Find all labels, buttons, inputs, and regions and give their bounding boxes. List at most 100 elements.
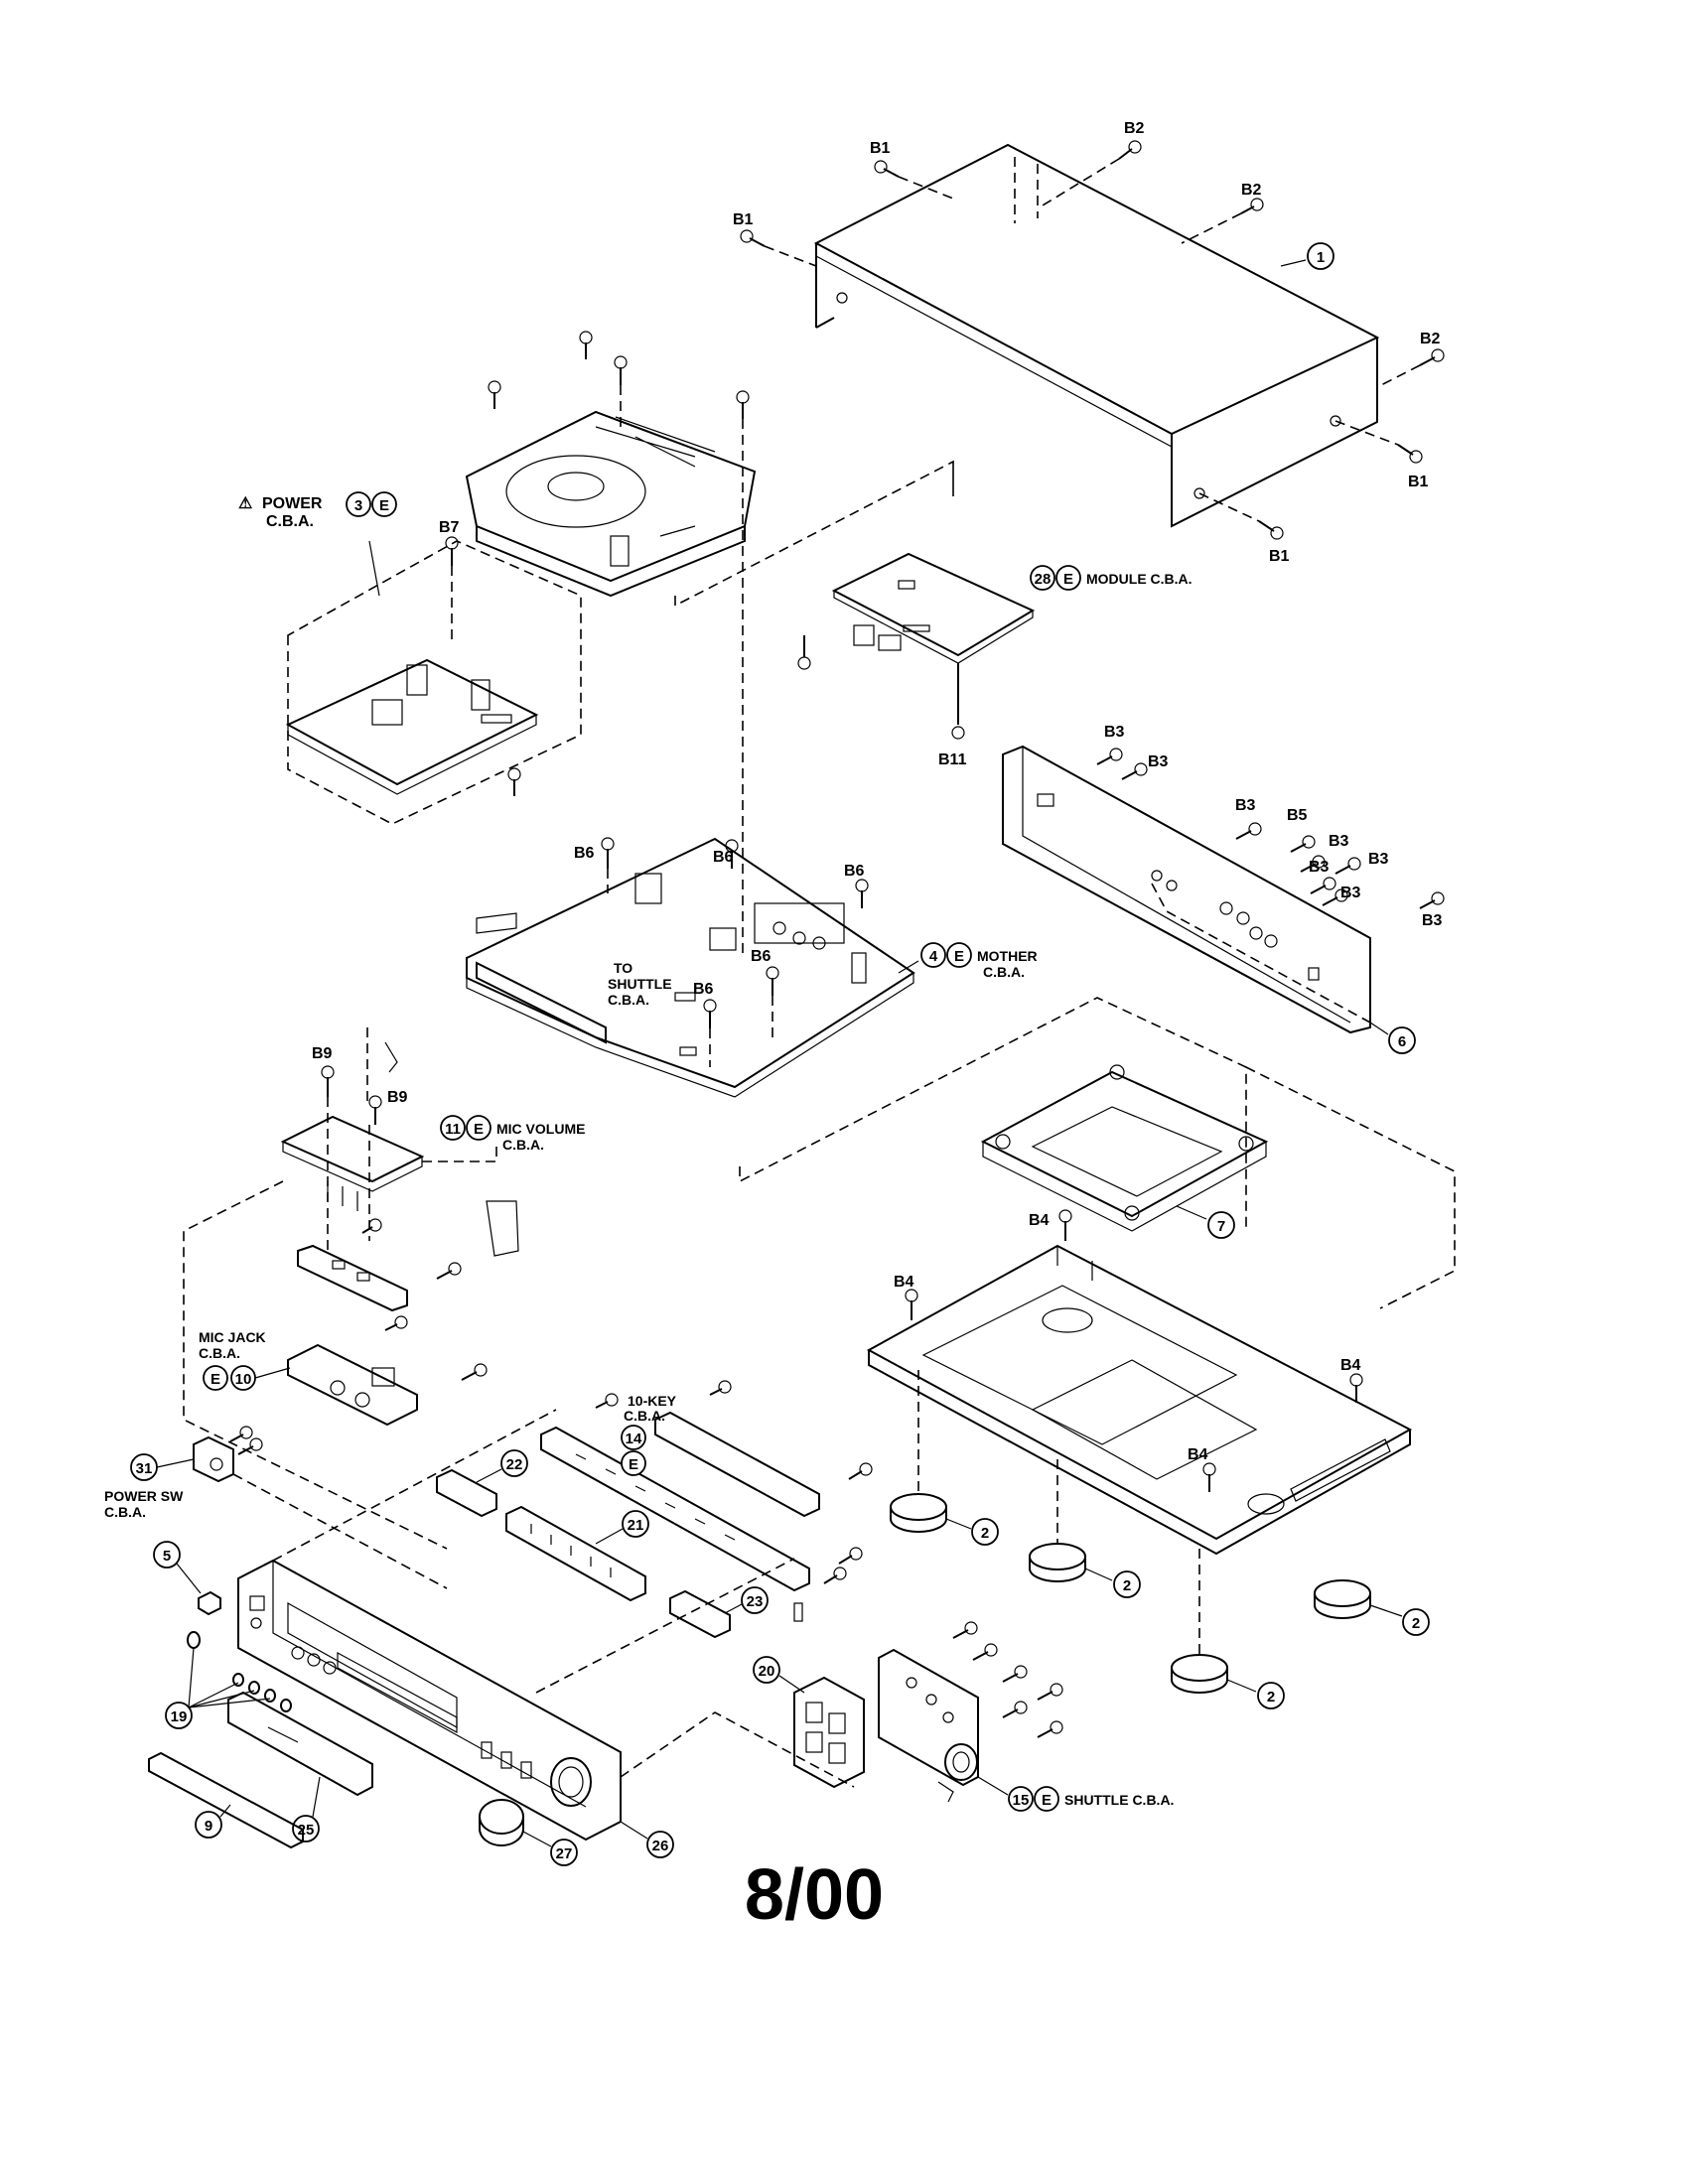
disc-tray-7 [980,1064,1269,1232]
svg-text:3: 3 [354,497,362,514]
e-mark-3: E [371,491,397,517]
screw-b2-mid [1181,198,1264,244]
part-callout-2-d: 2 [1369,1604,1430,1636]
svg-text:5: 5 [163,1548,171,1565]
label-b1: B1 [733,211,754,228]
part-callout-2-c: 2 [1226,1679,1285,1709]
label-b3: B3 [1104,724,1125,741]
svg-text:6: 6 [1398,1033,1406,1050]
power-screw-bottom [507,767,521,796]
module-cba [831,552,1036,664]
svg-text:25: 25 [298,1822,315,1839]
part-20 [793,1676,865,1789]
svg-text:20: 20 [759,1663,775,1680]
part-callout-26: 26 [620,1821,674,1858]
part-callout-11: 11 [440,1115,466,1141]
ten-key-cba [540,1380,873,1622]
button-21 [505,1505,646,1602]
screw-b1-left [740,229,817,267]
mic-volume-bracket [297,1218,462,1312]
mech-guide-line [674,460,954,608]
shuttle-cba [878,1648,979,1803]
mother-cba [466,837,915,1098]
label-b4: B4 [1188,1446,1208,1463]
svg-text:E: E [629,1456,638,1473]
label-b3: B3 [1148,753,1169,770]
part-callout-31: 31 [130,1453,158,1481]
chassis [866,1244,1413,1556]
label-power-sw-line1: POWER SW [104,1488,184,1504]
svg-text:2: 2 [1123,1577,1131,1594]
label-b6: B6 [574,845,595,862]
label-b4: B4 [1340,1357,1361,1374]
label-b9: B9 [312,1045,333,1062]
front-panel-guide-2 [535,1558,795,1694]
mic-volume-cba [280,1115,425,1211]
svg-text:E: E [474,1121,484,1138]
part-callout-22: 22 [500,1449,528,1477]
svg-text:9: 9 [205,1818,212,1835]
svg-text:15: 15 [1013,1792,1030,1809]
label-to-shuttle-line3: C.B.A. [608,992,649,1008]
label-b6: B6 [713,849,734,866]
power-cba-outline [287,540,582,825]
label-power-warning: ⚠ [238,495,252,512]
svg-text:7: 7 [1217,1218,1225,1235]
button-23 [669,1589,731,1639]
rear-panel-screws [1096,748,1445,909]
mic-volume-guide-2 [422,1142,497,1162]
power-sw-cba [193,1426,263,1483]
part-callout-1: 1 [1307,242,1334,270]
part-callout-10: 10 [230,1365,256,1391]
svg-text:14: 14 [626,1431,642,1447]
label-b3: B3 [1309,859,1330,876]
svg-text:22: 22 [506,1456,523,1473]
footer-date: 8/00 [744,1855,885,1935]
label-b2: B2 [1420,331,1441,347]
chassis-screws-b4 [905,1209,1363,1492]
label-mother-cba-line1: MOTHER [977,948,1038,964]
label-mic-volume-line1: MIC VOLUME [496,1121,585,1137]
power-cba-leader [368,540,380,597]
svg-text:E: E [210,1371,220,1388]
part-callout-4: 4 [920,942,946,968]
label-b1: B1 [1269,548,1290,565]
button-22 [436,1468,497,1518]
svg-text:E: E [1063,571,1073,588]
e-mark-28: E [1055,565,1081,591]
label-shuttle-cba: SHUTTLE C.B.A. [1064,1792,1174,1808]
label-to-shuttle-line2: SHUTTLE [608,976,672,992]
screw-b1-left-top [874,160,954,200]
mech-screws [488,331,750,953]
rear-panel [1002,745,1371,1034]
svg-text:E: E [954,948,964,965]
svg-text:27: 27 [556,1845,573,1862]
label-b1: B1 [1408,474,1429,490]
label-module-cba: MODULE C.B.A. [1086,571,1193,587]
foot-4 [1314,1579,1371,1619]
label-mic-jack-line2: C.B.A. [199,1345,240,1361]
front-panel [237,1559,622,1842]
mic-volume-cable [384,1041,398,1073]
label-b2: B2 [1124,120,1145,137]
front-assembly-outline [183,1180,448,1550]
part-callout-23: 23 [741,1586,769,1614]
part-callout-21: 21 [622,1510,649,1538]
part-callout-19: 19 [165,1702,193,1729]
tray-guide [739,997,1247,1231]
label-b3: B3 [1340,885,1361,901]
label-b7: B7 [439,519,460,536]
top-cover [813,143,1380,528]
screw-b1-bottom [1198,492,1284,540]
label-mic-volume-line2: C.B.A. [502,1137,544,1153]
part-callout-3: 3 [346,491,371,517]
label-b3: B3 [1422,912,1443,929]
part-callout-25: 25 [292,1776,321,1843]
module-screw-left [797,635,811,670]
svg-text:31: 31 [136,1460,153,1477]
svg-text:2: 2 [981,1525,989,1542]
foot-3 [1171,1549,1228,1694]
label-b6: B6 [693,981,714,998]
svg-text:E: E [1042,1792,1052,1809]
